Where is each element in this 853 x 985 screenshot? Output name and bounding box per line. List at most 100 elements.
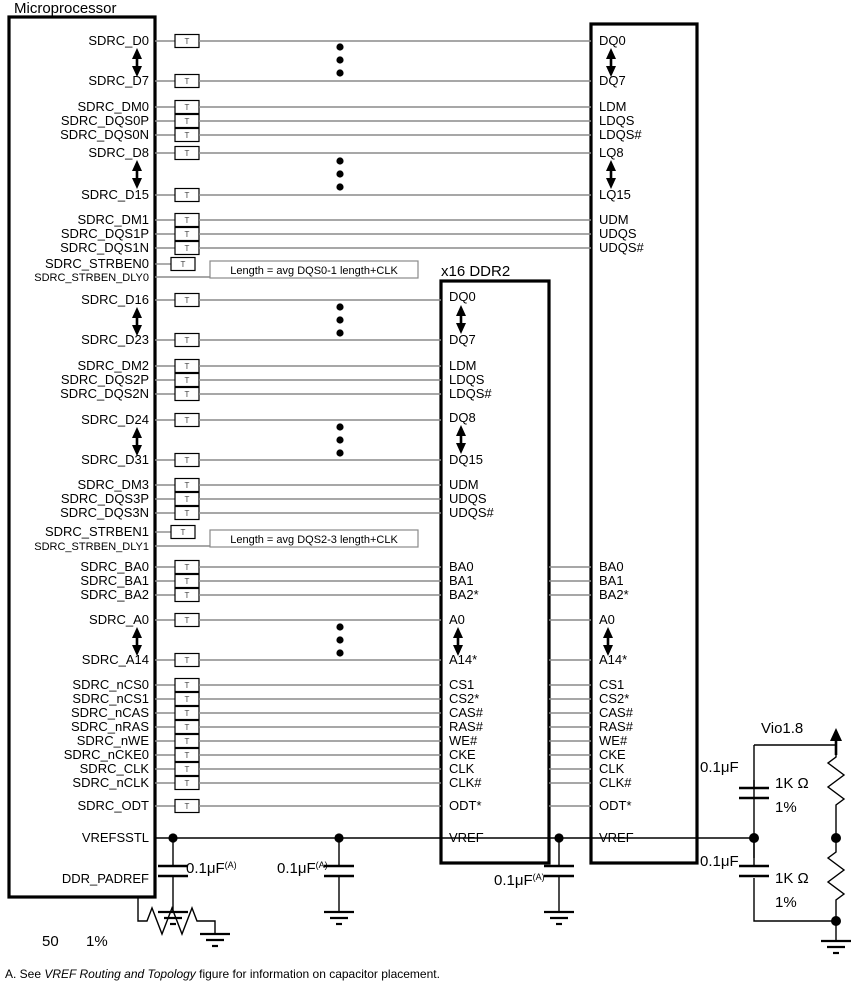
cpu-pin-row: SDRC_D15 T	[81, 187, 591, 203]
length-note-1-text: Length = avg DQS2-3 length+CLK	[230, 534, 398, 546]
ddr2-upper-ctrl-clk: CLK#	[599, 775, 632, 790]
cpu-pin-label-sdrc-ncas: SDRC_nCAS	[71, 705, 149, 720]
res-div-bot-line1: 1K Ω	[775, 870, 809, 887]
ground-symbol	[544, 910, 574, 926]
microprocessor-title: Microprocessor	[14, 0, 117, 17]
termination-symbol: T	[185, 456, 190, 465]
ddr2-lower-pin-dq7: DQ7	[449, 332, 476, 347]
termination-symbol: T	[185, 802, 190, 811]
cpu-pin-label-sdrc-ba0: SDRC_BA0	[80, 559, 149, 574]
length-note-0-text: Length = avg DQS0-1 length+CLK	[230, 265, 398, 277]
termination-symbol: T	[181, 528, 186, 537]
cpu-pin-row: SDRC_BA1 T	[80, 573, 591, 589]
cap-vrefsstl-footnote-ref: (A)	[225, 860, 237, 870]
termination-symbol: T	[185, 779, 190, 788]
ground-symbol	[158, 910, 188, 926]
ddr2-lower-ctrl-we: WE#	[449, 733, 478, 748]
ddr2-upper-ctrl-cke: CKE	[599, 747, 626, 762]
ddr2-upper-ctrl-ba0: BA0	[599, 559, 624, 574]
cpu-pin-label-sdrc-strben-dly1: SDRC_STRBEN_DLY1	[34, 541, 149, 553]
ddr2-lower-pin-dq15: DQ15	[449, 452, 483, 467]
cpu-pin-label-sdrc-a14: SDRC_A14	[82, 652, 149, 667]
ddr2-upper-pin-lq15: LQ15	[599, 187, 631, 202]
ddr2-lower-pin-dq8: DQ8	[449, 410, 476, 425]
cpu-pin-label-sdrc-dqs3n: SDRC_DQS3N	[60, 505, 149, 520]
cpu-pin-row: SDRC_DM2 T	[77, 358, 441, 374]
termination-symbol: T	[185, 577, 190, 586]
cpu-pin-label-sdrc-clk: SDRC_CLK	[80, 761, 150, 776]
termination-symbol: T	[185, 390, 190, 399]
cpu-pin-label-sdrc-ba1: SDRC_BA1	[80, 573, 149, 588]
termination-symbol: T	[185, 495, 190, 504]
cap-div-top-label: 0.1μF	[700, 759, 739, 776]
termination-symbol: T	[185, 481, 190, 490]
supply-label: Vio1.8	[761, 720, 803, 737]
termination-symbol: T	[185, 191, 190, 200]
ddr2-upper-ctrl-ras: RAS#	[599, 719, 634, 734]
termination-symbol: T	[185, 723, 190, 732]
cpu-pin-label-sdrc-dqs2n: SDRC_DQS2N	[60, 386, 149, 401]
res-div-bot-line2: 1%	[775, 894, 797, 911]
ddr2-upper-ctrl-a0: A0	[599, 612, 615, 627]
ddr2-lower-pin-ldqs: LDQS#	[449, 386, 492, 401]
cpu-pin-label-sdrc-dm2: SDRC_DM2	[77, 358, 149, 373]
padref-resistor-value: 50	[42, 933, 59, 950]
termination-symbol: T	[185, 681, 190, 690]
cpu-pin-label-sdrc-nwe: SDRC_nWE	[77, 733, 150, 748]
cpu-pin-label-vrefsstl: VREFSSTL	[82, 830, 149, 845]
ddr2-upper-pin-dq7: DQ7	[599, 73, 626, 88]
termination-symbol: T	[185, 103, 190, 112]
cpu-pin-row: SDRC_DQS3P T	[61, 491, 441, 507]
termination-symbol: T	[185, 695, 190, 704]
cpu-pin-label-sdrc-d24: SDRC_D24	[81, 412, 149, 427]
cpu-pin-label-sdrc-d0: SDRC_D0	[88, 33, 149, 48]
cpu-pin-label-sdrc-nras: SDRC_nRAS	[71, 719, 149, 734]
termination-symbol: T	[185, 362, 190, 371]
termination-symbol: T	[185, 296, 190, 305]
termination-symbol: T	[185, 244, 190, 253]
termination-symbol: T	[181, 260, 186, 269]
ddr2-lower-ctrl-a0: A0	[449, 612, 465, 627]
ddr2-upper-ctrl-cs2: CS2*	[599, 691, 629, 706]
ddr2-lower-pin-udm: UDM	[449, 477, 479, 492]
ddr2-upper-ctrl-cs1: CS1	[599, 677, 624, 692]
cap-ddr2-a-label: 0.1μF(A)	[494, 872, 545, 889]
ddr2-lower-ctrl-cs1: CS1	[449, 677, 474, 692]
cpu-pin-row: SDRC_nRAS T	[71, 719, 591, 735]
cpu-pin-label-sdrc-d7: SDRC_D7	[88, 73, 149, 88]
termination-symbol: T	[185, 117, 190, 126]
ddr2-lower-pin-udqs: UDQS#	[449, 505, 495, 520]
termination-symbol: T	[185, 737, 190, 746]
ddr2-lower-ctrl-cke: CKE	[449, 747, 476, 762]
termination-symbol: T	[185, 149, 190, 158]
termination-symbol: T	[185, 230, 190, 239]
cpu-pin-label-sdrc-dqs3p: SDRC_DQS3P	[61, 491, 149, 506]
termination-symbol: T	[185, 709, 190, 718]
length-note-1: Length = avg DQS2-3 length+CLK	[209, 529, 419, 548]
ddr2-upper-ctrl-odt: ODT*	[599, 798, 632, 813]
ground-padref	[200, 932, 230, 948]
footnote-italic: VREF Routing and Topology	[44, 967, 196, 981]
ddr2-upper-pin-udqs: UDQS	[599, 226, 637, 241]
cpu-pin-label-sdrc-d15: SDRC_D15	[81, 187, 149, 202]
termination-box	[170, 524, 196, 540]
cpu-pin-row: SDRC_nWE T	[77, 733, 591, 749]
cap-vrefsstl-label: 0.1μF(A)	[186, 860, 237, 877]
